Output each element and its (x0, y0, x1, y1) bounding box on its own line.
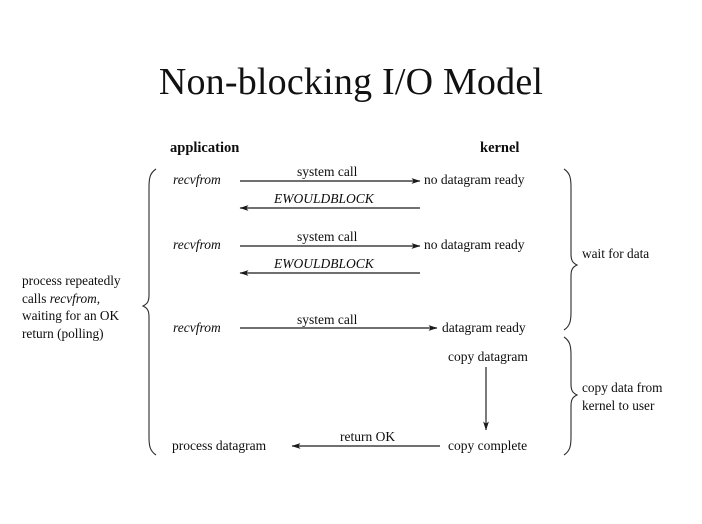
left-annotation-line2-prefix: calls (22, 290, 50, 306)
row1-return-arrow-label: EWOULDBLOCK (274, 191, 374, 206)
right-annotation-copy: copy data from kernel to user (582, 379, 663, 414)
page-title: Non-blocking I/O Model (158, 61, 544, 103)
left-brace (141, 168, 157, 456)
left-annotation-line4: return (polling) (22, 325, 104, 341)
row1-left-label: recvfrom (173, 172, 221, 187)
right-annotation-copy-line1: copy data from (582, 380, 663, 395)
left-annotation-line3: waiting for an OK (22, 308, 120, 323)
right-annotation-copy-line2: kernel to user (582, 397, 655, 413)
row3-arrow-label: system call (297, 312, 358, 327)
row2-return-arrow-label: EWOULDBLOCK (274, 256, 374, 271)
right-annotation-wait-line1: wait for data (582, 246, 650, 261)
right-brace-wait-for-data (563, 168, 579, 331)
left-annotation: process repeatedly calls recvfrom, waiti… (22, 272, 121, 342)
row5-right-label: copy complete (448, 438, 528, 453)
row1-right-label: no datagram ready (424, 172, 525, 187)
left-annotation-line2: calls recvfrom, (22, 290, 121, 308)
row5-arrow-label: return OK (340, 429, 396, 444)
row5-left-label: process datagram (172, 438, 267, 453)
right-annotation-wait: wait for data (582, 245, 649, 263)
row2-right-label: no datagram ready (424, 237, 525, 252)
column-header-application: application (170, 140, 240, 156)
left-annotation-line1: process repeatedly (22, 273, 121, 288)
row2-left-label: recvfrom (173, 237, 221, 252)
copy-datagram-label: copy datagram (448, 349, 528, 364)
row3-left-label: recvfrom (173, 320, 221, 335)
row2-arrow-label: system call (297, 229, 358, 244)
column-header-kernel: kernel (480, 140, 520, 156)
left-annotation-recvfrom: recvfrom (49, 290, 97, 306)
right-brace-copy-data (563, 336, 579, 456)
row3-right-label: datagram ready (442, 320, 526, 335)
left-annotation-line2-suffix: , (96, 290, 101, 306)
row1-arrow-label: system call (297, 164, 358, 179)
